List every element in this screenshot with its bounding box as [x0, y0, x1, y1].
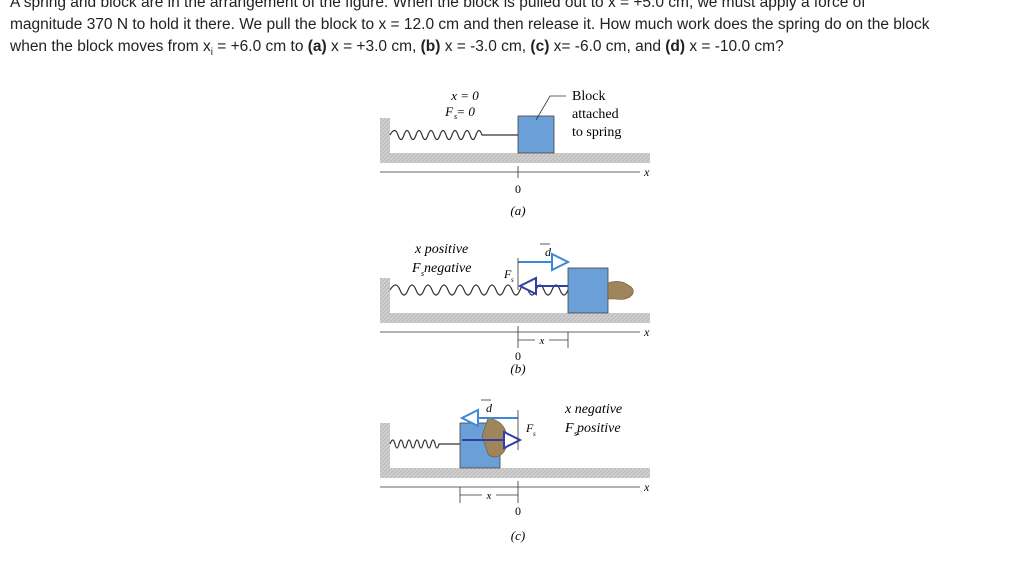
- caption-c: (c): [511, 528, 525, 543]
- problem-line-1: A spring and block are in the arrangemen…: [10, 0, 866, 11]
- floor: [380, 468, 650, 478]
- part-b-label: (b): [420, 38, 441, 55]
- block-label-2: attached: [572, 107, 619, 122]
- block-label-1: Block: [572, 89, 605, 104]
- caption-b: (b): [510, 361, 525, 376]
- floor: [380, 153, 650, 163]
- panel-b: x positive F negative s d F s x 0 x (b): [380, 242, 650, 376]
- fs-sub-b: s: [421, 269, 424, 278]
- fs-positive-label: F positive: [564, 421, 621, 436]
- fs-vector-label: F: [525, 421, 534, 435]
- part-a-label: (a): [307, 38, 327, 55]
- fs-sub-c: s: [574, 429, 577, 438]
- part-c-label: (c): [530, 38, 550, 55]
- spring-compressed: [389, 439, 460, 449]
- spring-block-figure: x = 0 F = 0 s Block attached to spring x…: [380, 88, 650, 543]
- fs-vector-sub: s: [511, 276, 514, 284]
- spring: [389, 129, 518, 141]
- spring-stretched: [389, 284, 577, 296]
- x-positive-label: x positive: [414, 242, 468, 257]
- fs-vector-label: F: [503, 267, 512, 281]
- panel-a: x = 0 F = 0 s Block attached to spring x…: [380, 88, 650, 218]
- wall: [380, 278, 390, 323]
- block: [517, 115, 555, 154]
- problem-line-2: magnitude 370 N to hold it there. We pul…: [10, 16, 930, 33]
- part-d-label: (d): [665, 38, 686, 55]
- wall: [380, 118, 390, 163]
- fs-zero-label: F = 0: [444, 104, 475, 119]
- panel-c: x negative F positive s d F s x 0 x (c): [380, 399, 650, 543]
- problem-line-3: when the block moves from xi = +6.0 cm t…: [10, 38, 784, 59]
- problem-text: A spring and block are in the arrangemen…: [10, 0, 1015, 64]
- x-extent-label: x: [486, 490, 492, 502]
- x-zero-label: x = 0: [450, 88, 479, 103]
- d-vector-label: d: [486, 401, 493, 415]
- x-extent-label: x: [539, 335, 545, 347]
- axis-label: x: [643, 165, 650, 179]
- floor: [380, 313, 650, 323]
- caption-a: (a): [510, 203, 525, 218]
- label-pointer: [535, 95, 566, 121]
- hand-icon: [607, 281, 634, 300]
- zero-label: 0: [515, 349, 521, 363]
- zero-label: 0: [515, 182, 521, 196]
- fs-negative-label: F negative: [411, 261, 471, 276]
- block: [567, 267, 609, 314]
- axis-label: x: [643, 480, 650, 494]
- wall: [380, 423, 390, 478]
- fs-vector-sub: s: [533, 430, 536, 438]
- block-label-3: to spring: [572, 125, 621, 140]
- fs-sub: s: [454, 112, 457, 121]
- x-negative-label: x negative: [564, 402, 622, 417]
- d-vector-label: d: [545, 245, 552, 259]
- axis-label: x: [643, 325, 650, 339]
- zero-label: 0: [515, 504, 521, 518]
